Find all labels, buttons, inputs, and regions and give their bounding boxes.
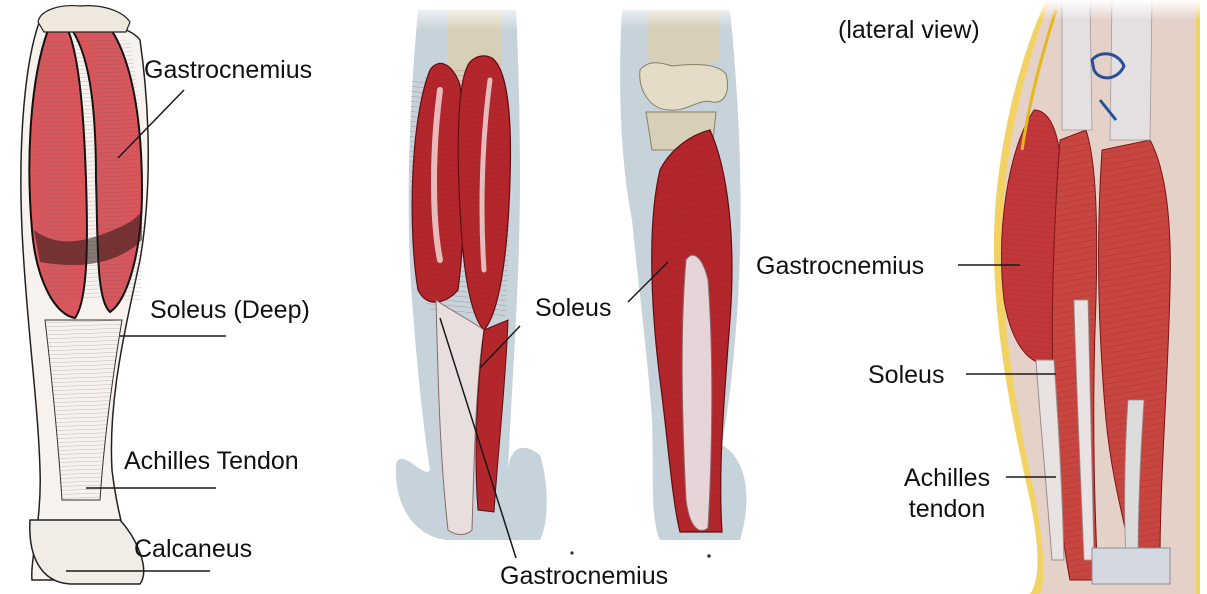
right-top-fade: [986, 0, 1207, 20]
middle-left-fibers: [410, 60, 510, 320]
middle-leg-deep: [610, 0, 750, 540]
label-left-gastrocnemius: Gastrocnemius: [144, 58, 312, 83]
label-left-achilles: Achilles Tendon: [124, 449, 299, 474]
label-middle-gastrocnemius: Gastrocnemius: [500, 564, 668, 589]
middle-leg-superficial: [390, 0, 547, 540]
middle-right-tendon: [682, 255, 712, 530]
stray-dot-1: [570, 551, 573, 554]
label-right-soleus: Soleus: [868, 363, 944, 388]
left-leg-illustration: [21, 6, 148, 584]
label-right-achilles-line1: Achilles: [892, 466, 1002, 491]
label-right-gastrocnemius: Gastrocnemius: [756, 254, 924, 279]
right-leg-lateral: [986, 0, 1207, 594]
label-right-achilles: Achilles tendon: [892, 466, 1002, 522]
middle-left-top-fade: [390, 0, 530, 30]
label-left-soleus: Soleus (Deep): [150, 298, 310, 323]
label-right-achilles-line2: tendon: [892, 497, 1002, 522]
left-calcaneus: [30, 520, 144, 584]
left-femur-condyles: [38, 6, 130, 32]
middle-right-top-fade: [610, 0, 750, 28]
label-left-calcaneus: Calcaneus: [134, 537, 252, 562]
label-middle-soleus: Soleus: [535, 296, 611, 321]
right-ankle-retinaculum: [1092, 548, 1170, 584]
label-lateral-view-title: (lateral view): [838, 18, 980, 43]
stray-dot-2: [707, 554, 711, 558]
